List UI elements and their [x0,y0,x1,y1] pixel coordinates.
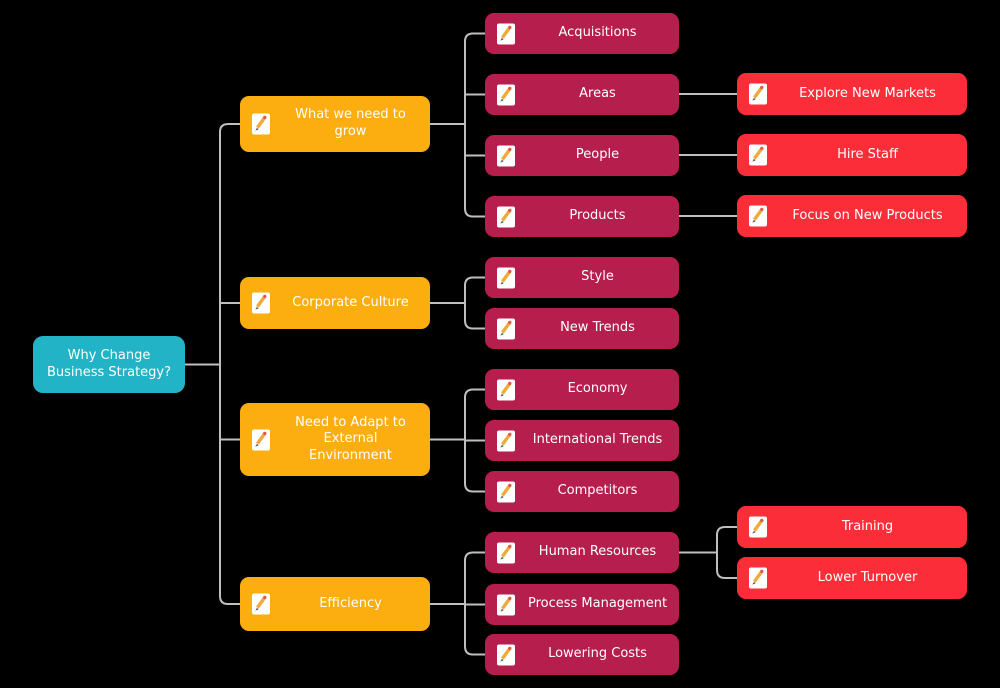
node-label: Style [581,269,614,285]
node-label-area: Need to Adapt to External Environment [271,415,430,465]
memo-icon [496,430,516,452]
node-label: Human Resources [538,544,657,560]
node-label-area: People [516,147,679,164]
mindmap-node-culture[interactable]: Corporate Culture [240,277,430,329]
mindmap-node-explore[interactable]: Explore New Markets [737,73,967,115]
node-label: International Trends [532,432,663,448]
node-label: Products [569,208,626,224]
memo-icon [251,113,271,135]
memo-icon [496,145,516,167]
memo-icon [496,23,516,45]
memo-icon [748,144,768,166]
mindmap-node-root[interactable]: Why Change Business Strategy? [33,336,185,393]
node-label: Lowering Costs [548,646,647,662]
node-label-area: Products [516,208,679,225]
node-label: New Trends [560,320,635,336]
mindmap-node-acquisitions[interactable]: Acquisitions [485,13,679,54]
node-label-area: Human Resources [516,544,679,561]
node-label-area: Corporate Culture [271,295,430,312]
connector [716,526,737,579]
node-label-area: Explore New Markets [768,86,967,103]
node-label-area: What we need to grow [271,107,430,140]
node-label-area: Style [516,269,679,286]
mindmap-node-process[interactable]: Process Management [485,584,679,625]
node-label: Need to Adapt to External Environment [295,414,406,463]
node-label: Corporate Culture [292,294,409,310]
node-label-area: Process Management [516,596,679,613]
node-label-area: Hire Staff [768,147,967,164]
memo-icon [251,593,271,615]
mindmap-node-people[interactable]: People [485,135,679,176]
mindmap-node-adapt[interactable]: Need to Adapt to External Environment [240,403,430,476]
connector [464,32,485,218]
node-label: Efficiency [319,595,382,611]
memo-icon [496,267,516,289]
mindmap-node-newtrends[interactable]: New Trends [485,308,679,349]
memo-icon [251,429,271,451]
mindmap-node-hire[interactable]: Hire Staff [737,134,967,176]
mindmap-node-areas[interactable]: Areas [485,74,679,115]
mindmap-node-hr[interactable]: Human Resources [485,532,679,573]
node-label-area: Efficiency [271,596,430,613]
node-label: Why Change Business Strategy? [46,347,172,380]
mindmap-node-training[interactable]: Training [737,506,967,548]
mindmap-node-focus[interactable]: Focus on New Products [737,195,967,237]
node-label-area: Areas [516,86,679,103]
memo-icon [496,84,516,106]
mindmap-node-turnover[interactable]: Lower Turnover [737,557,967,599]
memo-icon [496,594,516,616]
memo-icon [748,83,768,105]
memo-icon [748,205,768,227]
memo-icon [748,567,768,589]
node-label: Competitors [557,483,638,499]
node-label: People [575,147,620,163]
memo-icon [496,318,516,340]
node-label-area: Why Change Business Strategy? [33,348,185,381]
mindmap-node-products[interactable]: Products [485,196,679,237]
memo-icon [748,516,768,538]
memo-icon [496,206,516,228]
node-label: Hire Staff [837,146,898,162]
node-label-area: Economy [516,381,679,398]
memo-icon [496,379,516,401]
memo-icon [496,644,516,666]
mindmap-node-intltrends[interactable]: International Trends [485,420,679,461]
memo-icon [496,481,516,503]
mindmap-node-lowercosts[interactable]: Lowering Costs [485,634,679,675]
mindmap-node-economy[interactable]: Economy [485,369,679,410]
node-label: Lower Turnover [817,569,918,585]
node-label: Focus on New Products [792,207,943,223]
mindmap-node-efficiency[interactable]: Efficiency [240,577,430,631]
node-label: Process Management [527,596,668,612]
connector [219,123,240,605]
node-label: Acquisitions [558,25,637,41]
node-label: Economy [567,381,628,397]
mindmap-node-grow[interactable]: What we need to grow [240,96,430,152]
memo-icon [251,292,271,314]
node-label: Areas [579,86,616,102]
node-label-area: Acquisitions [516,25,679,42]
node-label-area: International Trends [516,432,679,449]
node-label: Training [841,518,894,534]
node-label-area: Competitors [516,483,679,500]
connector [464,276,485,330]
node-label-area: Focus on New Products [768,208,967,225]
mindmap-node-competitors[interactable]: Competitors [485,471,679,512]
node-label-area: New Trends [516,320,679,337]
mindmap-node-style[interactable]: Style [485,257,679,298]
node-label: What we need to grow [295,107,406,139]
node-label-area: Lowering Costs [516,646,679,663]
node-label: Explore New Markets [799,85,936,101]
node-label-area: Training [768,519,967,536]
memo-icon [496,542,516,564]
node-label-area: Lower Turnover [768,570,967,587]
